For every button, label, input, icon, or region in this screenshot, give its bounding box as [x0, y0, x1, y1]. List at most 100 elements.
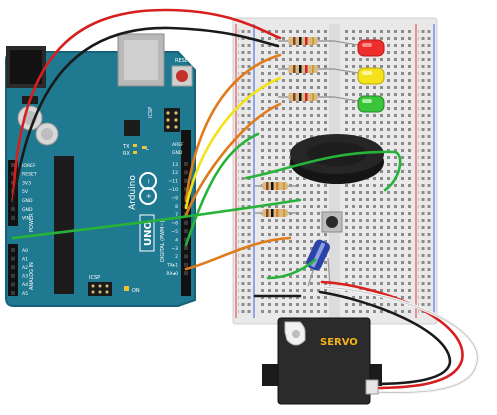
analog-pin-0	[11, 248, 15, 252]
power-label: POWER	[29, 213, 35, 232]
icsp-header-bottom	[88, 282, 112, 296]
resistor-led-green	[278, 93, 334, 101]
digital-pin-11	[184, 254, 188, 259]
power-pin-1	[11, 171, 15, 176]
analog-pin-2	[11, 265, 15, 270]
wire-orange-pin-12	[184, 102, 282, 217]
reset-button-cap[interactable]	[176, 70, 188, 82]
digital-pin-label-11: 2	[175, 254, 178, 260]
atmega-chip	[54, 156, 74, 294]
digital-pin-1	[184, 170, 188, 175]
right-rail-holes	[418, 26, 432, 316]
digital-pin-label-4: ~9	[171, 195, 178, 201]
digital-pin-label-1: 12	[172, 170, 178, 176]
piezo-buzzer	[290, 134, 384, 184]
digital-pin-7	[184, 220, 188, 225]
resistor-led-red	[278, 37, 334, 45]
tx-label: TX	[122, 144, 130, 150]
usb-chip	[124, 120, 140, 136]
wire-orange-pin-2	[184, 236, 292, 271]
analog-label: ANALOG IN	[29, 262, 35, 290]
resistor-middle-1	[255, 182, 296, 190]
resistor-led-yellow	[278, 65, 334, 73]
power-pin-label-2: 3V3	[22, 180, 31, 186]
power-pin-label-4: GND	[22, 198, 33, 204]
rx-led	[133, 151, 137, 154]
servo-wire-plug	[365, 379, 379, 395]
on-label: ON	[132, 288, 140, 294]
gnd-label-top: GND	[172, 150, 183, 156]
servo-motor: SERVO	[262, 317, 382, 405]
led-green	[357, 95, 385, 113]
digital-pin-label-7: ~6	[171, 221, 178, 227]
power-pin-6	[11, 215, 15, 220]
wire-servo-red	[320, 280, 464, 390]
digital-pin-8	[184, 229, 188, 234]
tx-led	[133, 144, 137, 147]
digital-pin-3	[184, 187, 188, 192]
wire-servo-black	[318, 290, 452, 386]
analog-pin-label-3: A3	[22, 274, 28, 280]
digital-pin-0	[184, 162, 188, 166]
arduino-brand: Arduino	[128, 175, 138, 210]
led-yellow	[357, 67, 385, 85]
on-led	[124, 286, 129, 291]
analog-pin-3	[11, 273, 15, 278]
wire-red-5v	[11, 8, 282, 202]
power-pin-label-1: RESET	[22, 172, 37, 178]
arduino-logo: − +	[139, 172, 157, 205]
digital-pin-label-0: 13	[172, 162, 178, 168]
wires	[11, 8, 480, 395]
analog-pin-5	[11, 291, 15, 295]
power-pin-label-3: 5V	[22, 189, 29, 195]
analog-pin-1	[11, 256, 15, 261]
digital-pin-label-2: ~11	[168, 179, 178, 185]
digital-pin-label-5: 8	[175, 204, 178, 210]
digital-pin-12	[184, 262, 188, 267]
svg-text:+: +	[145, 193, 153, 199]
svg-text:−: −	[145, 178, 153, 184]
icsp-bottom-label: ICSP	[89, 275, 100, 281]
analog-pin-label-1: A1	[22, 256, 28, 262]
digital-pin-label-10: ~3	[171, 246, 178, 252]
power-pin-label-5: GND	[22, 207, 33, 213]
power-pin-label-6: VIN	[22, 216, 30, 222]
analog-pin-label-2: A2	[22, 265, 28, 271]
digital-label: DIGITAL (PWM~)	[160, 220, 166, 262]
wire-green-bottom	[266, 258, 317, 280]
aref-label: AREF	[172, 142, 184, 148]
servo-label: SERVO	[320, 337, 358, 348]
analog-pin-4	[11, 282, 15, 287]
wire-orange-pin-10	[184, 53, 282, 203]
analog-pin-label-4: A4	[22, 282, 28, 288]
push-button[interactable]	[321, 211, 343, 233]
power-pin-label-0: IOREF	[22, 163, 36, 169]
icsp-header-top	[164, 108, 180, 132]
wire-green-analog	[11, 198, 302, 240]
digital-pin-13	[184, 271, 188, 276]
digital-pin-label-8: ~5	[171, 229, 178, 235]
digital-pin-2	[184, 178, 188, 183]
power-pin-0	[11, 163, 15, 167]
digital-pin-label-6: 7	[175, 212, 178, 218]
digital-pin-9	[184, 237, 188, 242]
analog-pin-label-0: A0	[22, 248, 28, 254]
digital-pin-label-12: TX▸1	[166, 263, 178, 269]
wire-black-gnd	[11, 26, 280, 208]
l-label: L	[146, 146, 149, 152]
uno-badge	[139, 214, 155, 252]
power-pin-5	[11, 207, 15, 211]
digital-pin-label-9: 4	[175, 237, 178, 243]
reset-label: RESET	[175, 58, 192, 64]
digital-pin-label-3: ~10	[168, 187, 178, 193]
digital-pin-label-13: RX◂0	[166, 271, 178, 277]
wire-green-right	[244, 150, 402, 192]
wire-green-buzzer	[184, 132, 260, 247]
wire-yellow-pin-11	[184, 76, 282, 210]
led-red	[357, 39, 385, 57]
icsp-top-label: ICSP	[148, 107, 154, 118]
analog-pin-label-5: A5	[22, 291, 28, 297]
uno-label: UNO	[143, 221, 154, 246]
